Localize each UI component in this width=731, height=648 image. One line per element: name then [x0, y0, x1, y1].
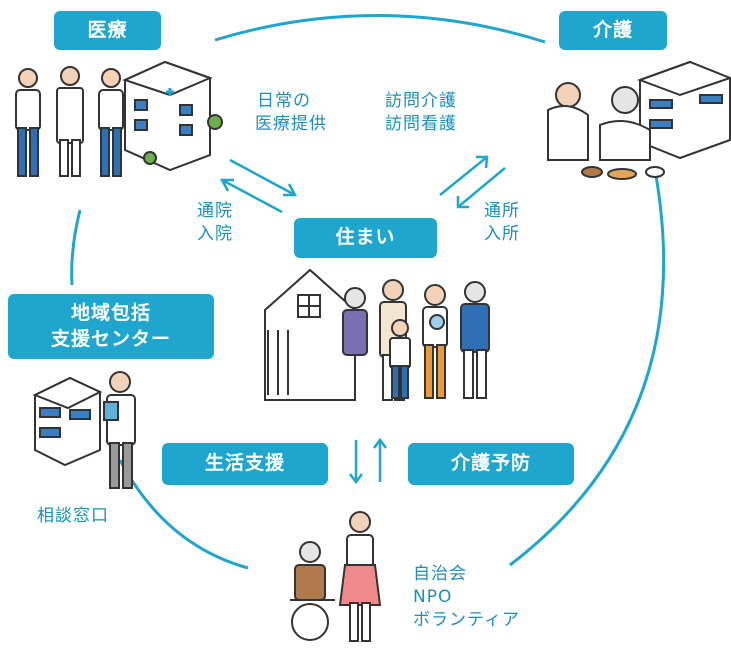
life-support-badge: 生活支援 — [162, 443, 328, 485]
arrow-home-community — [349, 437, 387, 485]
daily-care-label: 日常の 医療提供 — [255, 91, 327, 134]
hospital-visit-label: 通院 入院 — [197, 201, 233, 244]
home-illustration — [264, 268, 490, 401]
medical-label: 医療 — [87, 18, 128, 41]
home-label: 住まい — [335, 226, 396, 249]
arrow-hospital-home — [219, 158, 298, 214]
community-illustration — [290, 511, 382, 642]
hospital-illustration — [15, 60, 223, 177]
consult-label: 相談窓口 — [37, 506, 109, 526]
center-badge: 地域包括 支援センター — [8, 294, 214, 359]
center-label-line1: 地域包括 — [70, 301, 151, 324]
care-badge: 介護 — [559, 11, 667, 50]
center-illustration — [32, 371, 136, 489]
prevention-label: 介護予防 — [450, 452, 531, 475]
care-illustration — [547, 60, 731, 180]
prevention-badge: 介護予防 — [408, 443, 574, 485]
center-label-line2: 支援センター — [50, 327, 171, 350]
day-service-label: 通所 入所 — [484, 201, 520, 244]
care-label: 介護 — [592, 18, 633, 41]
cycle-circle — [70, 14, 666, 570]
medical-badge: 医療 — [54, 11, 161, 50]
arrow-care-home — [439, 155, 506, 209]
community-label: 自治会 NPO ボランティア — [413, 564, 520, 630]
visit-label: 訪問介護 訪問看護 — [385, 91, 457, 134]
life-support-label: 生活支援 — [204, 452, 285, 475]
home-badge: 住まい — [294, 218, 437, 258]
